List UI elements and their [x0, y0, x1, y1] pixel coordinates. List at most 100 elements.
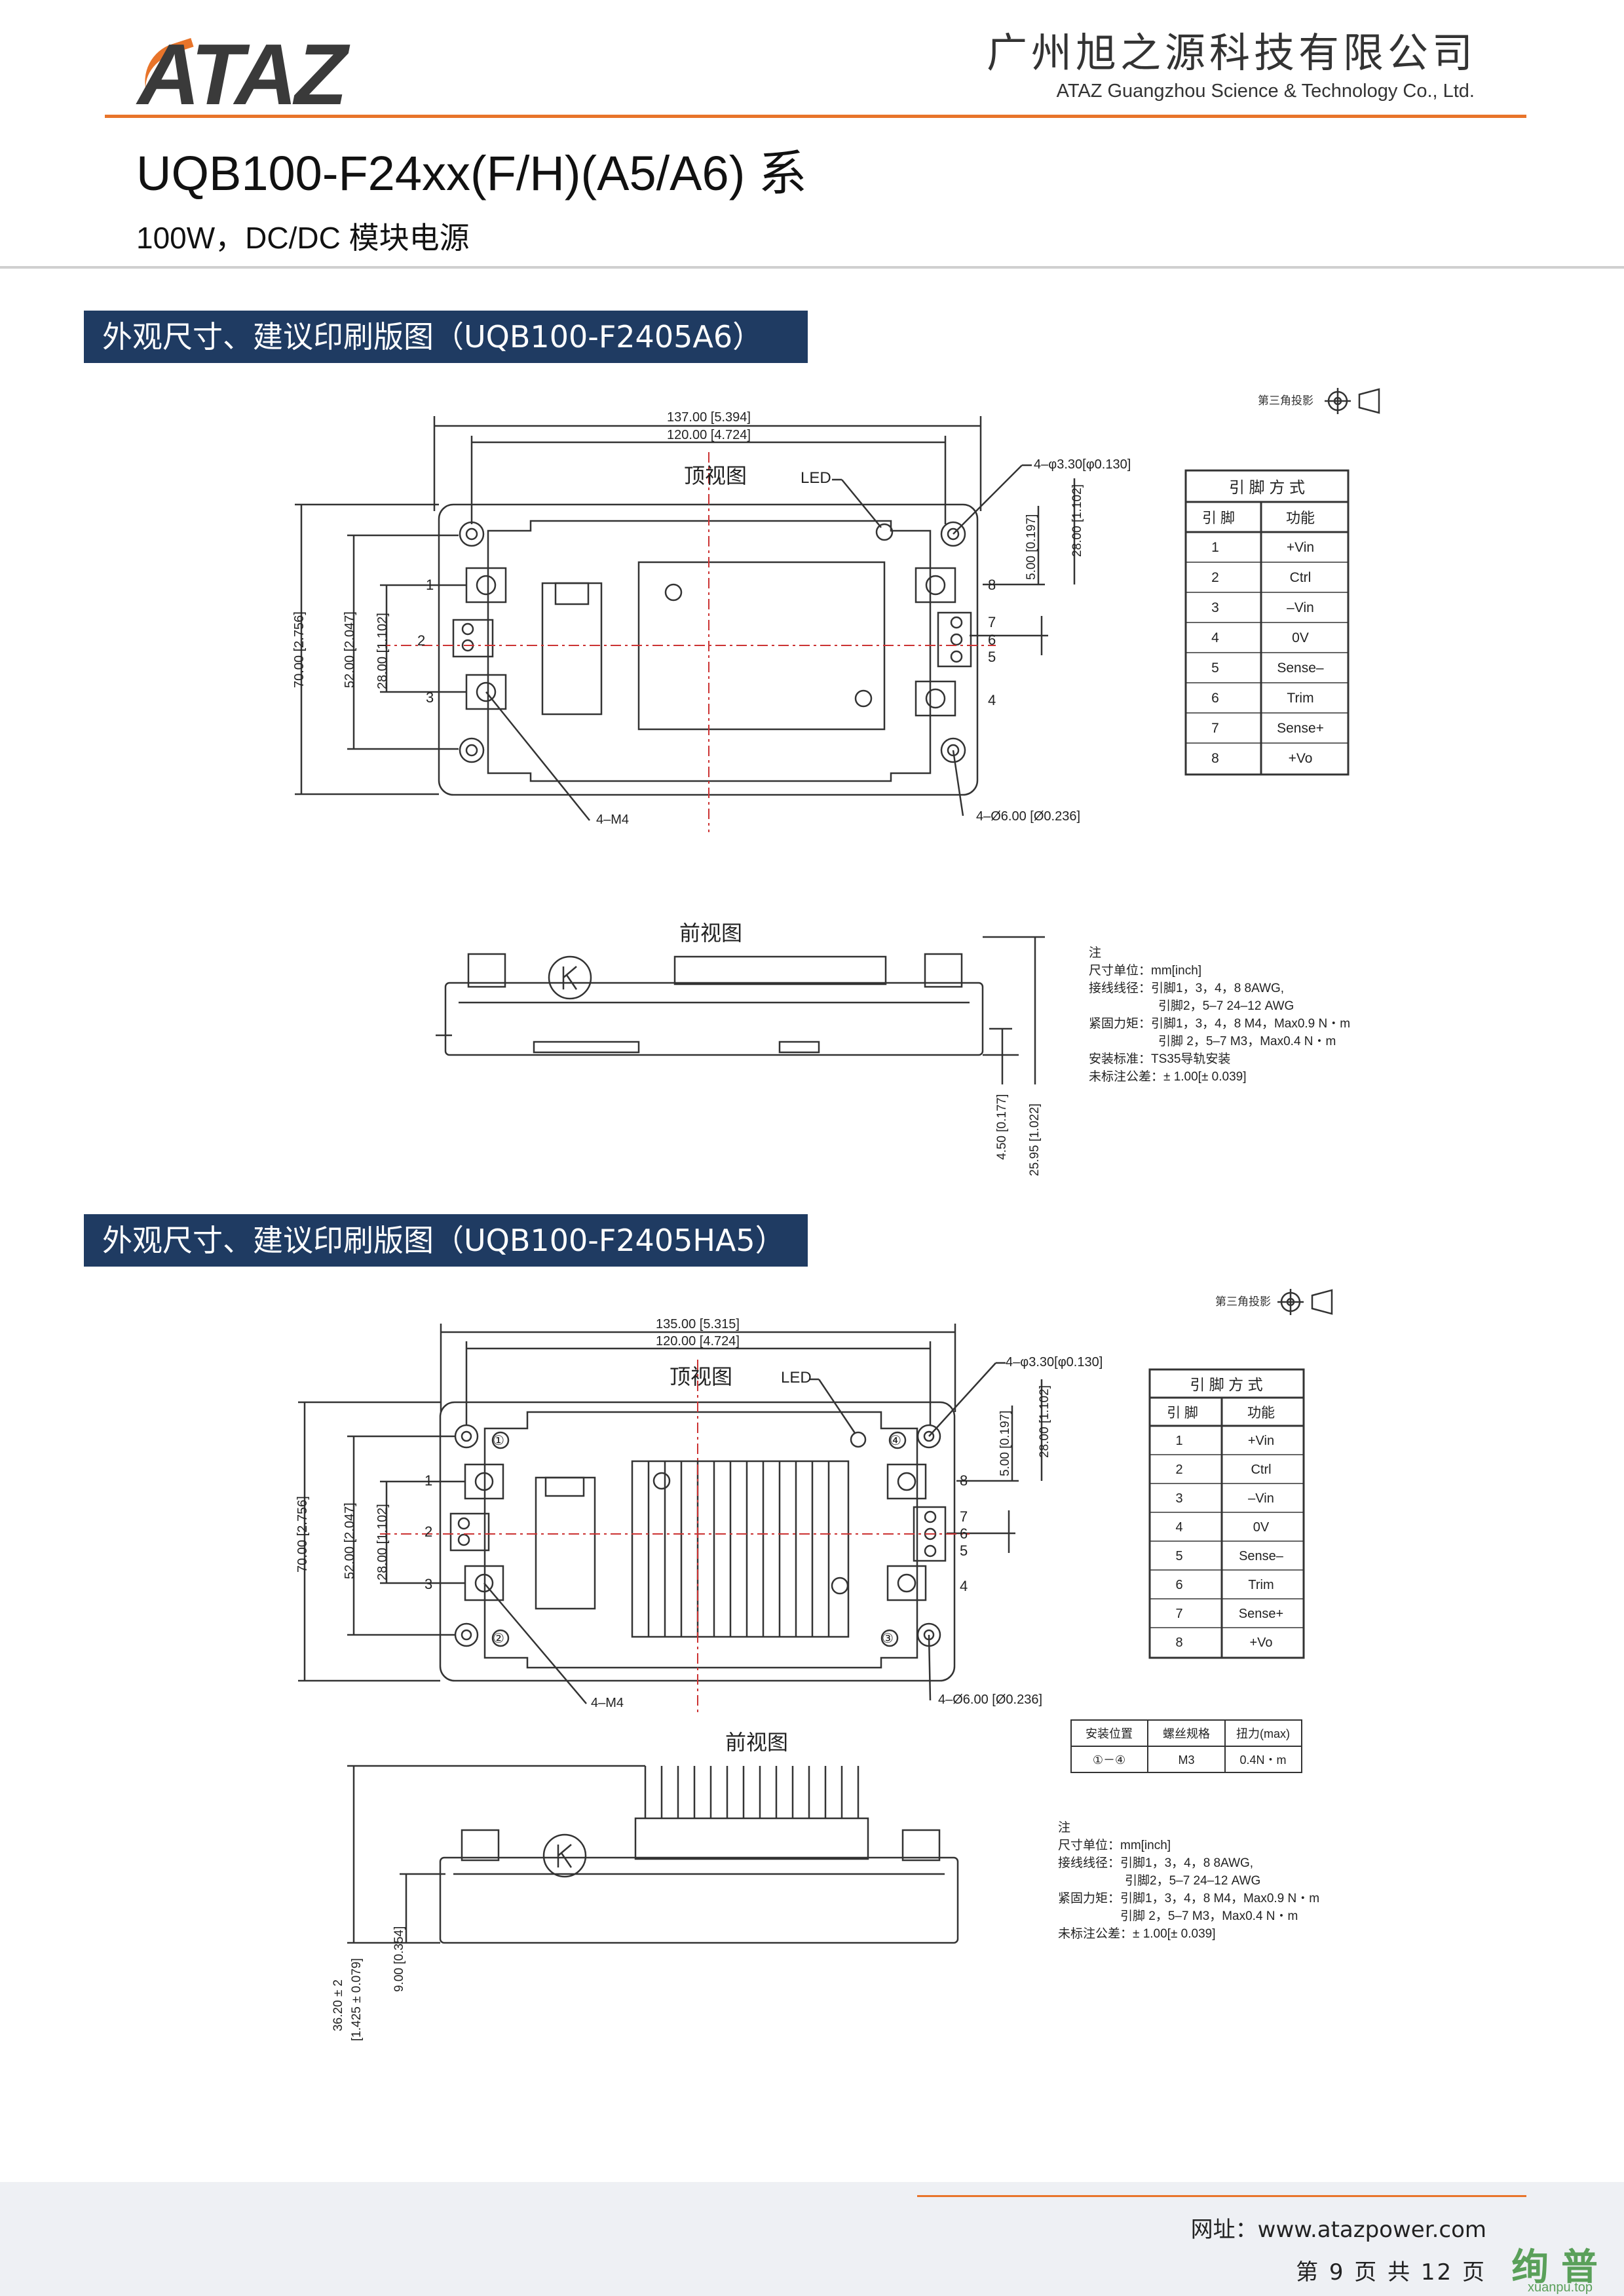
dim-overall-width-2: 135.00 [5.315]: [656, 1317, 740, 1331]
dim-h3620-inch: [1.425 ± 0.079]: [350, 1958, 364, 2041]
pin-table2-cell: +Vin: [1248, 1434, 1274, 1448]
pin-table-cell: Sense–: [1277, 660, 1324, 676]
pin-table-cell: 0V: [1292, 630, 1309, 645]
note2-4: 紧固力矩：引脚1，3，4，8 M4，Max0.9 N・m: [1058, 1891, 1319, 1905]
pin-label-left-2-2: 2: [425, 1523, 432, 1540]
section1-drawing: 第三角投影 137.00 [5.394] 120.00 [4.724] 顶视图 …: [292, 388, 1380, 1176]
front-view-label-2: 前视图: [725, 1731, 788, 1754]
note-0: 注: [1089, 946, 1101, 960]
pin-label-right-4: 4: [988, 692, 996, 708]
pin-table2-cell: 6: [1175, 1578, 1182, 1592]
front-view-label: 前视图: [679, 921, 742, 945]
pin-table-1: [1184, 469, 1350, 776]
dim-offset-5: 5.00 [0.197]: [1025, 514, 1038, 580]
top-view-label-2: 顶视图: [670, 1365, 732, 1388]
note2-6: 未标注公差：± 1.00[± 0.039]: [1058, 1926, 1216, 1941]
pin-label-right-7-2: 7: [960, 1508, 968, 1525]
section2-drawing: 第三角投影 135.00 [5.315] 120.00 [4.724] 顶视图 …: [295, 1289, 1333, 2041]
watermark-url: xuanpu.top: [1528, 2280, 1593, 2295]
projection-label-2: 第三角投影: [1215, 1295, 1271, 1308]
note-7: 未标注公差：± 1.00[± 0.039]: [1089, 1069, 1247, 1084]
section2-banner: 外观尺寸、建议印刷版图（UQB100-F2405HA5）: [84, 1214, 808, 1267]
pin-table-header-pin-2: 引 脚: [1167, 1406, 1198, 1421]
pin-table2-cell: 8: [1175, 1636, 1182, 1650]
pin-label-right-8-2: 8: [960, 1472, 968, 1489]
install-cell-torque: 0.4N・m: [1239, 1753, 1286, 1767]
corner-mark-1: ①: [493, 1434, 504, 1448]
pin-table-cell: 7: [1211, 721, 1219, 736]
dim-height-52: 52.00 [2.047]: [343, 611, 357, 688]
series-title: UQB100-F24xx(F/H)(A5/A6) 系: [136, 146, 807, 201]
pin-table-cell: 6: [1211, 691, 1219, 706]
dim-height-70-2: 70.00 [2.756]: [295, 1496, 310, 1573]
install-header-torque: 扭力(max): [1236, 1727, 1290, 1740]
note2-1: 尺寸单位：mm[inch]: [1058, 1838, 1171, 1852]
company-name-cn: 广州旭之源科技有限公司: [986, 29, 1477, 77]
pin-table-header-func: 功能: [1286, 510, 1315, 526]
note-5: 引脚 2，5–7 M3，Max0.4 N・m: [1158, 1034, 1336, 1048]
company-name-en: ATAZ Guangzhou Science & Technology Co.,…: [1056, 81, 1475, 102]
corner-mark-3: ③: [882, 1632, 894, 1646]
pin-table-cell: 3: [1211, 600, 1219, 615]
dim-d6: 4–Ø6.00 [Ø0.236]: [976, 809, 1080, 824]
pin-label-right-6: 6: [988, 632, 996, 648]
corner-mark-2: ②: [493, 1632, 504, 1646]
note2-2: 接线线径：引脚1，3，4，8 8AWG,: [1058, 1856, 1253, 1870]
pin-table-cell: +Vin: [1287, 540, 1314, 555]
pin-table2-cell: 1: [1175, 1434, 1182, 1448]
pin-table2-cell: 7: [1175, 1607, 1182, 1621]
led-label: LED: [801, 469, 831, 487]
dim-mount-width-2: 120.00 [4.724]: [656, 1334, 740, 1349]
pin-table-title: 引 脚 方 式: [1229, 479, 1305, 497]
pin-table-cell: 1: [1211, 540, 1219, 555]
pin-label-right-4-2: 4: [960, 1578, 968, 1594]
install-cell-screw: M3: [1178, 1753, 1194, 1767]
pin-label-left-2: 2: [417, 632, 425, 649]
pin-table2-cell: Trim: [1248, 1578, 1274, 1592]
pin-table-title-2: 引 脚 方 式: [1190, 1376, 1262, 1393]
dim-h900: 9.00 [0.354]: [392, 1926, 406, 1992]
footer-website: 网址：www.atazpower.com: [1190, 2217, 1486, 2243]
pin-table2-cell: 5: [1175, 1549, 1182, 1563]
install-cell-position: ①－④: [1093, 1753, 1125, 1767]
pin-table-cell: Ctrl: [1290, 570, 1312, 585]
dim-hole: 4–φ3.30[φ0.130]: [1034, 457, 1131, 472]
dim-hole-2: 4–φ3.30[φ0.130]: [1006, 1355, 1103, 1369]
note2-5: 引脚 2，5–7 M3，Max0.4 N・m: [1120, 1909, 1298, 1923]
pin-table2-cell: 0V: [1253, 1520, 1270, 1535]
dim-h450: 4.50 [0.177]: [995, 1094, 1009, 1160]
pin-label-left-3: 3: [426, 689, 434, 706]
dim-h3620: 36.20 ± 2: [331, 1980, 345, 2031]
pin-label-right-6-2: 6: [960, 1525, 968, 1542]
dim-height-28: 28.00 [1.102]: [375, 613, 390, 689]
install-table: [1070, 1719, 1302, 1773]
note-6: 安装标准：TS35导轨安装: [1089, 1052, 1230, 1066]
pin-table-cell: Trim: [1287, 691, 1313, 706]
pin-label-left-1: 1: [426, 577, 434, 593]
pin-table2-cell: Ctrl: [1251, 1463, 1271, 1477]
projection-label: 第三角投影: [1258, 394, 1313, 407]
series-subtitle: 100W，DC/DC 模块电源: [136, 221, 470, 255]
section1-banner: 外观尺寸、建议印刷版图（UQB100-F2405A6）: [84, 311, 808, 363]
pin-table-cell: 4: [1211, 630, 1219, 645]
pin-table-2: [1148, 1368, 1305, 1659]
pin-label-left-1-2: 1: [425, 1472, 432, 1489]
pin-table-cell: –Vin: [1287, 600, 1314, 615]
pin-table-cell: 5: [1211, 660, 1219, 676]
note-2: 接线线径：引脚1，3，4，8 8AWG,: [1089, 981, 1284, 995]
dim-offset-5-2: 5.00 [0.197]: [998, 1411, 1012, 1476]
top-view-label: 顶视图: [684, 464, 747, 488]
watermark-logo: 绚 普: [1511, 2246, 1598, 2289]
pin-table-cell: 2: [1211, 570, 1219, 585]
dim-offset-28-right: 28.00 [1.102]: [1070, 484, 1084, 557]
note-1: 尺寸单位：mm[inch]: [1089, 963, 1201, 978]
dim-mount-width: 120.00 [4.724]: [667, 428, 751, 442]
note-3: 引脚2，5–7 24–12 AWG: [1158, 999, 1294, 1013]
header-divider: [105, 115, 1526, 118]
pin-label-right-7: 7: [988, 614, 996, 630]
company-logo: ATAZ: [138, 26, 347, 123]
pin-table-cell: Sense+: [1277, 721, 1324, 736]
pin-table2-cell: 4: [1175, 1520, 1182, 1535]
pin-label-left-3-2: 3: [425, 1576, 432, 1592]
dim-height-28-2: 28.00 [1.102]: [375, 1504, 390, 1580]
